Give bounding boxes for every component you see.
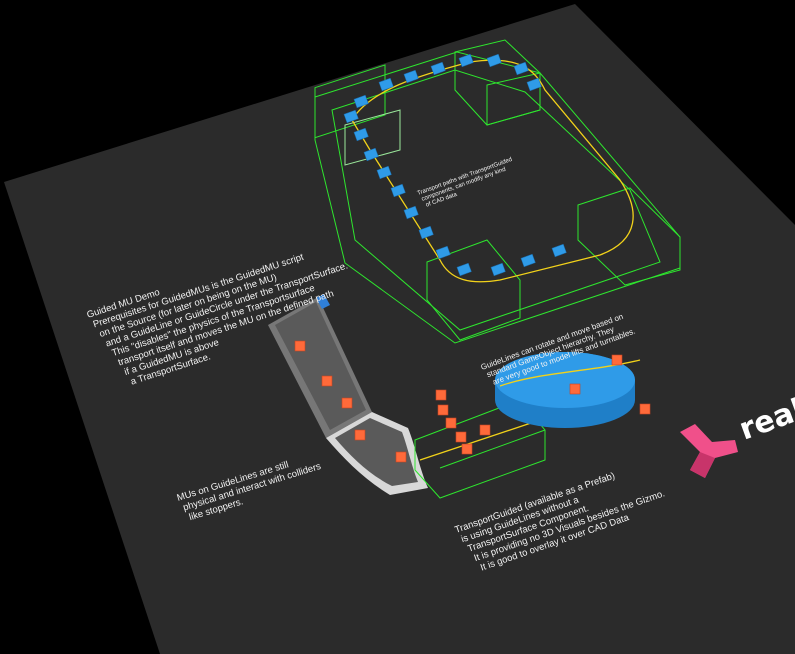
mus xyxy=(294,340,651,463)
transport-guided-loop xyxy=(314,39,681,344)
turntable xyxy=(495,352,641,428)
floor-plane xyxy=(4,4,795,654)
realvirtual-logo-icon xyxy=(680,424,738,478)
guide-markers xyxy=(343,53,567,277)
